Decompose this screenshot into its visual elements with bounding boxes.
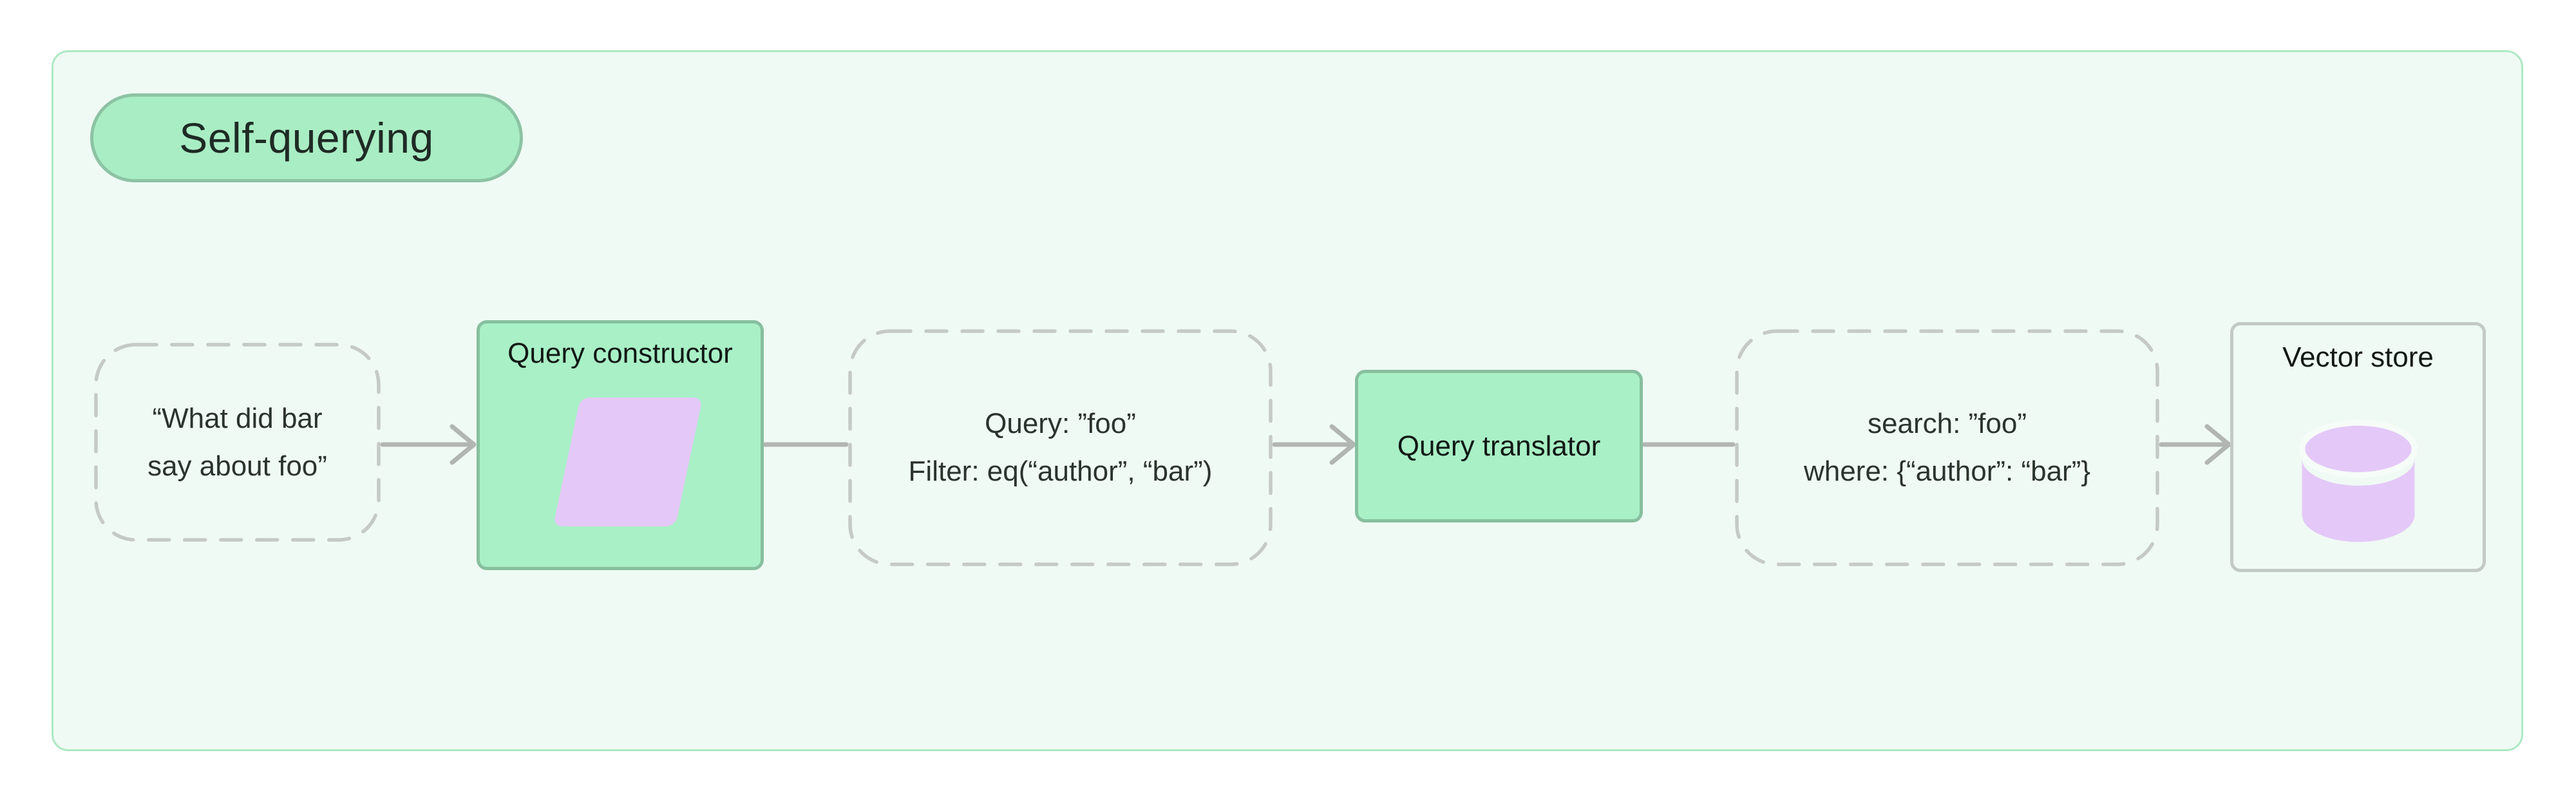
input-query-line1: “What did bar bbox=[152, 402, 323, 434]
translated-query-line2: where: {“author”: “bar”} bbox=[1803, 455, 2091, 487]
structured-query-node: Query: ”foo” Filter: eq(“author”, “bar”) bbox=[848, 329, 1273, 567]
dashed-border bbox=[94, 343, 381, 542]
translated-query-line1: search: ”foo” bbox=[1868, 408, 2027, 439]
query-constructor-label: Query constructor bbox=[507, 338, 733, 369]
self-querying-badge: Self-querying bbox=[90, 93, 523, 182]
vector-store-label: Vector store bbox=[2282, 341, 2434, 373]
query-translator-node: Query translator bbox=[1355, 370, 1643, 522]
database-cylinder-icon bbox=[2298, 419, 2418, 542]
badge-label: Self-querying bbox=[179, 114, 434, 162]
query-constructor-node: Query constructor bbox=[477, 320, 764, 570]
parallelogram-icon bbox=[553, 397, 703, 526]
input-query-line2: say about foo” bbox=[147, 450, 327, 482]
dashed-border bbox=[1735, 329, 2159, 566]
vector-store-node: Vector store bbox=[2230, 322, 2486, 572]
dashed-border bbox=[848, 329, 1273, 566]
translated-query-node: search: ”foo” where: {“author”: “bar”} bbox=[1734, 329, 2160, 567]
input-query-node: “What did bar say about foo” bbox=[93, 342, 381, 542]
query-translator-label: Query translator bbox=[1397, 430, 1601, 462]
structured-query-line1: Query: ”foo” bbox=[985, 408, 1136, 439]
structured-query-line2: Filter: eq(“author”, “bar”) bbox=[908, 455, 1213, 487]
